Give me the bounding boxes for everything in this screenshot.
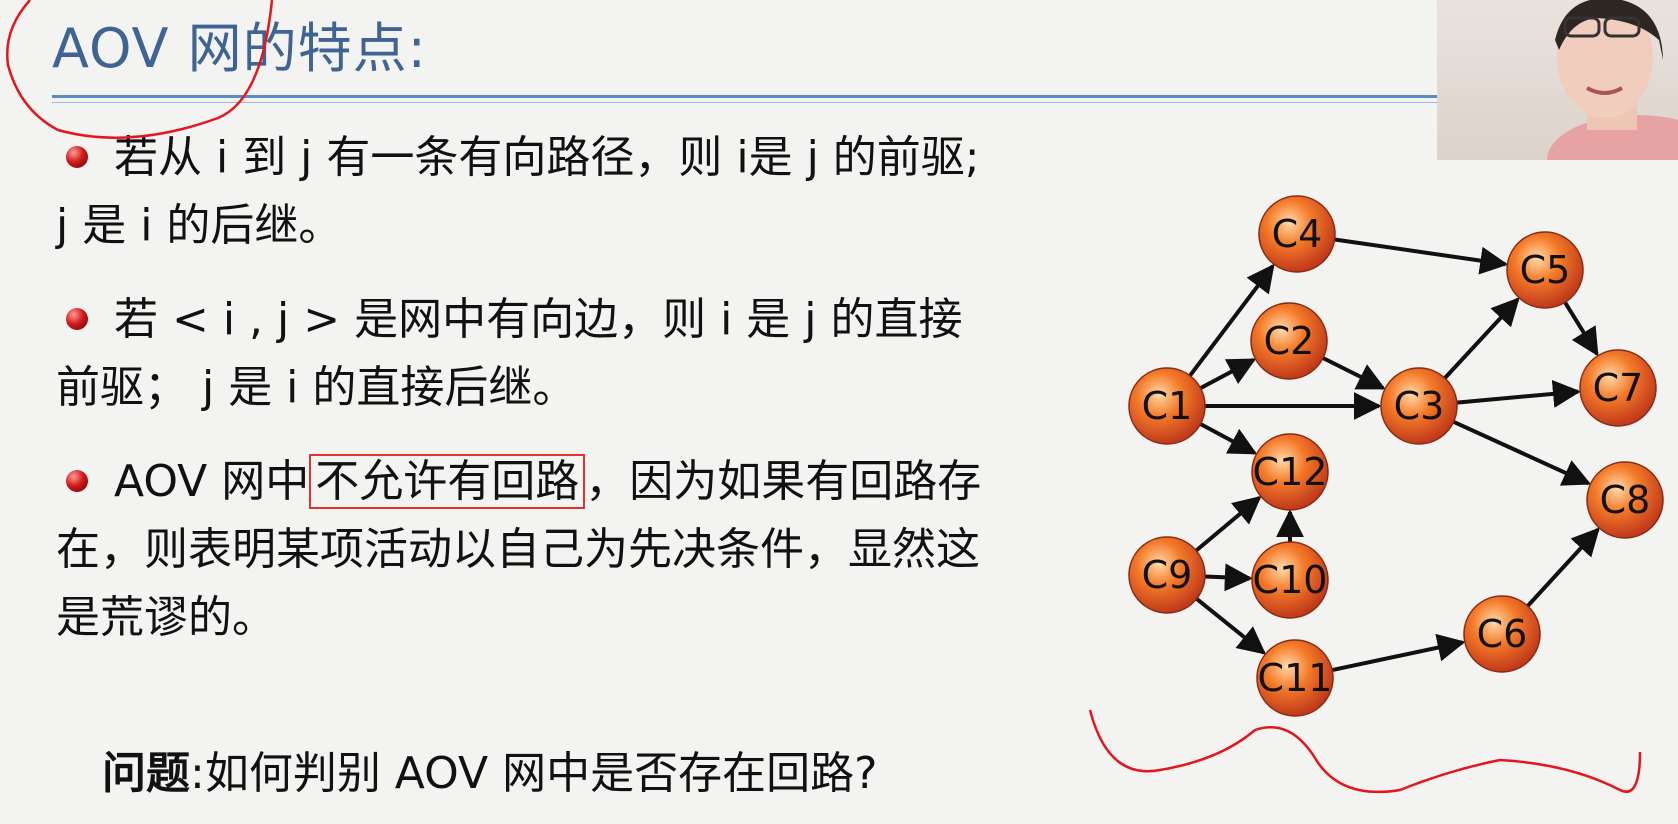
node-c1: C1 [1128, 367, 1206, 445]
bullet-3-line-2: 在，则表明某项活动以自己为先决条件，显然这 [56, 524, 980, 575]
edge-c1-c4 [1188, 263, 1275, 377]
node-circle [1128, 536, 1206, 614]
bullet-1-line-2: j 是 i 的后继。 [56, 200, 343, 251]
node-label: C1 [1142, 384, 1193, 428]
node-circle [1250, 302, 1328, 380]
edge-c1-c2 [1199, 358, 1257, 390]
annotation-circle [6, 0, 274, 139]
node-label: C7 [1593, 366, 1644, 410]
node-c3: C3 [1380, 367, 1458, 445]
node-c2: C2 [1250, 302, 1328, 380]
edge-c3-c8 [1452, 419, 1592, 486]
bullet-3-pre: AOV 网中 [114, 456, 310, 507]
node-circle [1380, 367, 1458, 445]
edge-c2-c3 [1322, 356, 1386, 390]
edge-c9-c12 [1194, 495, 1262, 553]
node-c4: C4 [1258, 195, 1336, 273]
edge-c3-c5 [1443, 297, 1520, 380]
node-c6: C6 [1463, 595, 1541, 673]
node-circle [1258, 195, 1336, 273]
node-circle [1251, 433, 1329, 511]
question-label: 问题 [102, 748, 190, 799]
edge-c5-c7 [1563, 301, 1599, 357]
bullet-paragraph-2: 若 < i , j > 是网中有向边，则 i 是 j 的直接 前驱； j 是 i… [56, 286, 1096, 422]
question-line: 问题:如何判别 AOV 网中是否存在回路? [102, 740, 877, 808]
node-circle [1579, 349, 1657, 427]
question-text: :如何判别 AOV 网中是否存在回路? [190, 748, 878, 799]
edge-c9-c11 [1195, 597, 1267, 655]
edge-c9-c10 [1204, 563, 1253, 592]
node-circle [1463, 595, 1541, 673]
node-label: C2 [1264, 319, 1315, 363]
bullet-dot-icon [66, 308, 88, 330]
edge-c6-c8 [1526, 527, 1600, 608]
node-label: C6 [1477, 612, 1528, 656]
edge-c3-c7 [1456, 379, 1581, 408]
bullet-1-line-1: 若从 i 到 j 有一条有向路径，则 i是 j 的前驱; [114, 132, 980, 183]
webcam-overlay [1437, 0, 1678, 160]
node-circle [1251, 541, 1329, 619]
bullet-3-line-3: 是荒谬的。 [56, 592, 276, 643]
title-rule [52, 95, 1437, 98]
bullet-2-line-1: 若 < i , j > 是网中有向边，则 i 是 j 的直接 [114, 294, 963, 345]
slide-title: AOV 网的特点: [52, 17, 427, 80]
bullet-paragraph-3: AOV 网中不允许有回路，因为如果有回路存 在，则表明某项活动以自己为先决条件，… [56, 448, 1096, 652]
node-label: C8 [1600, 478, 1651, 522]
edge-c4-c5 [1334, 237, 1509, 275]
node-circle [1256, 639, 1334, 717]
node-label: C5 [1520, 248, 1571, 292]
node-c11: C11 [1256, 639, 1334, 717]
node-c12: C12 [1251, 433, 1329, 511]
node-label: C9 [1142, 553, 1193, 597]
node-label: C11 [1258, 656, 1333, 700]
highlight-box: 不允许有回路 [309, 454, 586, 509]
node-c10: C10 [1251, 541, 1329, 619]
title-rule-thin [52, 102, 1437, 103]
bullet-2-line-2: 前驱； j 是 i 的直接后继。 [56, 362, 577, 413]
node-c7: C7 [1579, 349, 1657, 427]
node-circle [1128, 367, 1206, 445]
node-c8: C8 [1586, 461, 1664, 539]
bullet-paragraph-1: 若从 i 到 j 有一条有向路径，则 i是 j 的前驱; j 是 i 的后继。 [56, 124, 1096, 260]
bullet-dot-icon [66, 146, 88, 168]
node-circle [1586, 461, 1664, 539]
bullet-3-post: ，因为如果有回路存 [585, 456, 982, 507]
node-c9: C9 [1128, 536, 1206, 614]
annotation-underline [1088, 709, 1642, 794]
node-c5: C5 [1506, 231, 1584, 309]
edge-c11-c6 [1331, 633, 1466, 673]
node-label: C4 [1272, 212, 1323, 256]
presenter-portrait [1547, 0, 1678, 160]
node-label: C12 [1253, 450, 1328, 494]
edge-c1-c12 [1199, 422, 1258, 455]
bullet-dot-icon [66, 470, 88, 492]
node-label: C10 [1253, 558, 1328, 602]
node-circle [1506, 231, 1584, 309]
node-label: C3 [1394, 384, 1445, 428]
